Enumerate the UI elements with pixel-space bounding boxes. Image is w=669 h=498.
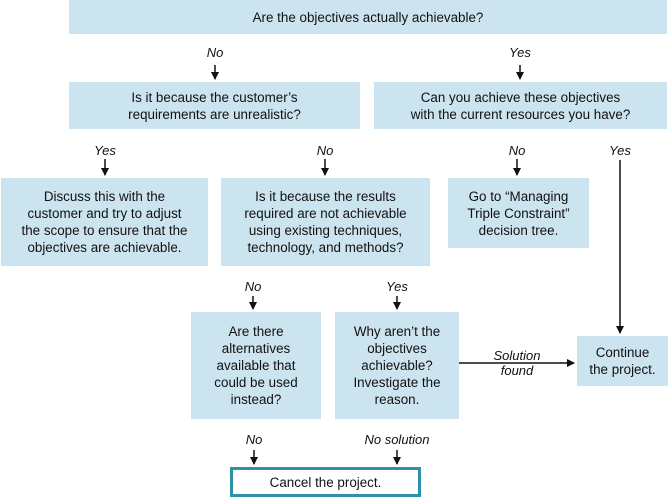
label-unrealistic-no: No <box>316 143 334 158</box>
node-cancel-project: Cancel the project. <box>230 467 421 497</box>
node-investigate-reason: Why aren’t the objectives achievable? In… <box>335 312 459 419</box>
label-alternatives-no: No <box>245 432 263 447</box>
label-achievable-yes: Yes <box>509 45 531 60</box>
node-current-resources: Can you achieve these objectives with th… <box>374 82 667 129</box>
label-unrealistic-yes: Yes <box>94 143 116 158</box>
node-continue-project: Continue the project. <box>577 336 668 386</box>
node-alternatives-available: Are there alternatives available that co… <box>191 312 321 419</box>
node-discuss-customer: Discuss this with the customer and try t… <box>1 178 208 266</box>
label-results-yes: Yes <box>386 279 408 294</box>
label-no-solution: No solution <box>364 432 430 447</box>
label-achievable-no: No <box>206 45 224 60</box>
label-resources-no: No <box>508 143 526 158</box>
node-goto-triple-constraint: Go to “Managing Triple Constraint” decis… <box>448 178 589 248</box>
label-resources-yes: Yes <box>609 143 631 158</box>
label-results-no: No <box>244 279 262 294</box>
node-requirements-unrealistic: Is it because the customer’s requirement… <box>69 82 360 129</box>
node-results-not-achievable: Is it because the results required are n… <box>221 178 430 266</box>
node-objectives-achievable: Are the objectives actually achievable? <box>69 0 667 34</box>
label-solution-found: Solution found <box>493 348 541 378</box>
